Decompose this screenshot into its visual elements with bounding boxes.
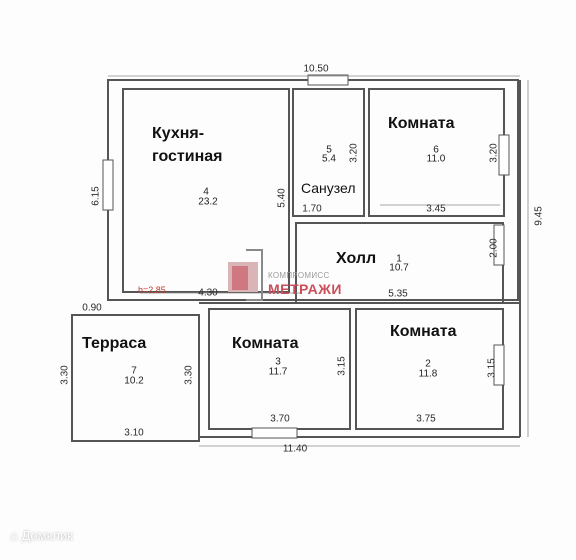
logo-mark: [228, 249, 263, 301]
dim-bath-right: 3.20: [348, 143, 360, 163]
dimension-lines: [108, 75, 529, 447]
dim-top: 10.50: [303, 63, 329, 75]
company-logo: КОМПРОМИСС МЕТРАЖИ: [225, 244, 385, 304]
room-number-6: 6: [433, 144, 439, 156]
dim-kitchen-bottom: 4.30: [198, 287, 218, 299]
room-name-6: Комната: [388, 115, 455, 132]
windows: [102, 74, 510, 439]
room-number-hall: 1: [396, 253, 402, 265]
logo-text-top: КОМПРОМИСС: [268, 271, 330, 280]
room-name-kitchen-1: Кухня-: [152, 125, 205, 142]
room-name-hall: Холл: [336, 250, 377, 267]
dim-terrace-left: 3.30: [59, 365, 71, 385]
room-area-kitchen: 23.2: [198, 196, 218, 208]
room-number-kitchen: 4: [203, 186, 209, 198]
dim-kitchen-left: 6.15: [90, 186, 102, 206]
room-area-terrace: 10.2: [124, 375, 144, 387]
room-area-bath: 5.4: [322, 153, 336, 165]
room-number-2: 2: [425, 358, 431, 370]
room-name-terrace: Терраса: [82, 335, 147, 352]
dim-kitchen-right: 5.40: [276, 188, 288, 208]
dim-room6-bottom: 3.45: [426, 203, 446, 215]
room-number-3: 3: [275, 356, 281, 368]
dim-room2-right: 3.15: [486, 358, 498, 378]
room-number-bath: 5: [326, 144, 332, 156]
room-area-hall: 10.7: [389, 262, 409, 274]
dim-terrace-right: 3.30: [183, 365, 195, 385]
watermark-text: Домклик: [21, 528, 73, 543]
room-area-6: 11.0: [426, 153, 446, 165]
room-number-terrace: 7: [131, 365, 137, 377]
room-name-kitchen-2: гостиная: [152, 148, 223, 165]
room-area-3: 11.7: [268, 366, 288, 378]
dim-room2-bottom: 3.75: [416, 413, 436, 425]
dim-right: 9.45: [533, 206, 545, 226]
dim-terrace-top: 0.90: [82, 302, 102, 314]
dim-room6-right: 3.20: [488, 143, 500, 163]
room-name-bath: Санузел: [301, 180, 356, 196]
dim-bath-bottom: 1.70: [302, 203, 322, 215]
dim-terrace-bottom: 3.10: [124, 427, 144, 439]
room-name-3: Комната: [232, 335, 299, 352]
ceiling-height: h=2.85: [138, 285, 166, 295]
dim-hall-bottom: 5.35: [388, 288, 408, 300]
room-area-2: 11.8: [418, 368, 438, 380]
dim-room3-right: 3.15: [336, 356, 348, 376]
dim-room3-bottom: 3.70: [270, 413, 290, 425]
dim-bottom: 11.40: [282, 443, 308, 455]
room-name-2: Комната: [390, 323, 457, 340]
logo-text-bottom: МЕТРАЖИ: [268, 281, 342, 297]
watermark: ⌂ Домклик: [10, 528, 73, 543]
dim-hall-right: 2.00: [488, 238, 500, 258]
